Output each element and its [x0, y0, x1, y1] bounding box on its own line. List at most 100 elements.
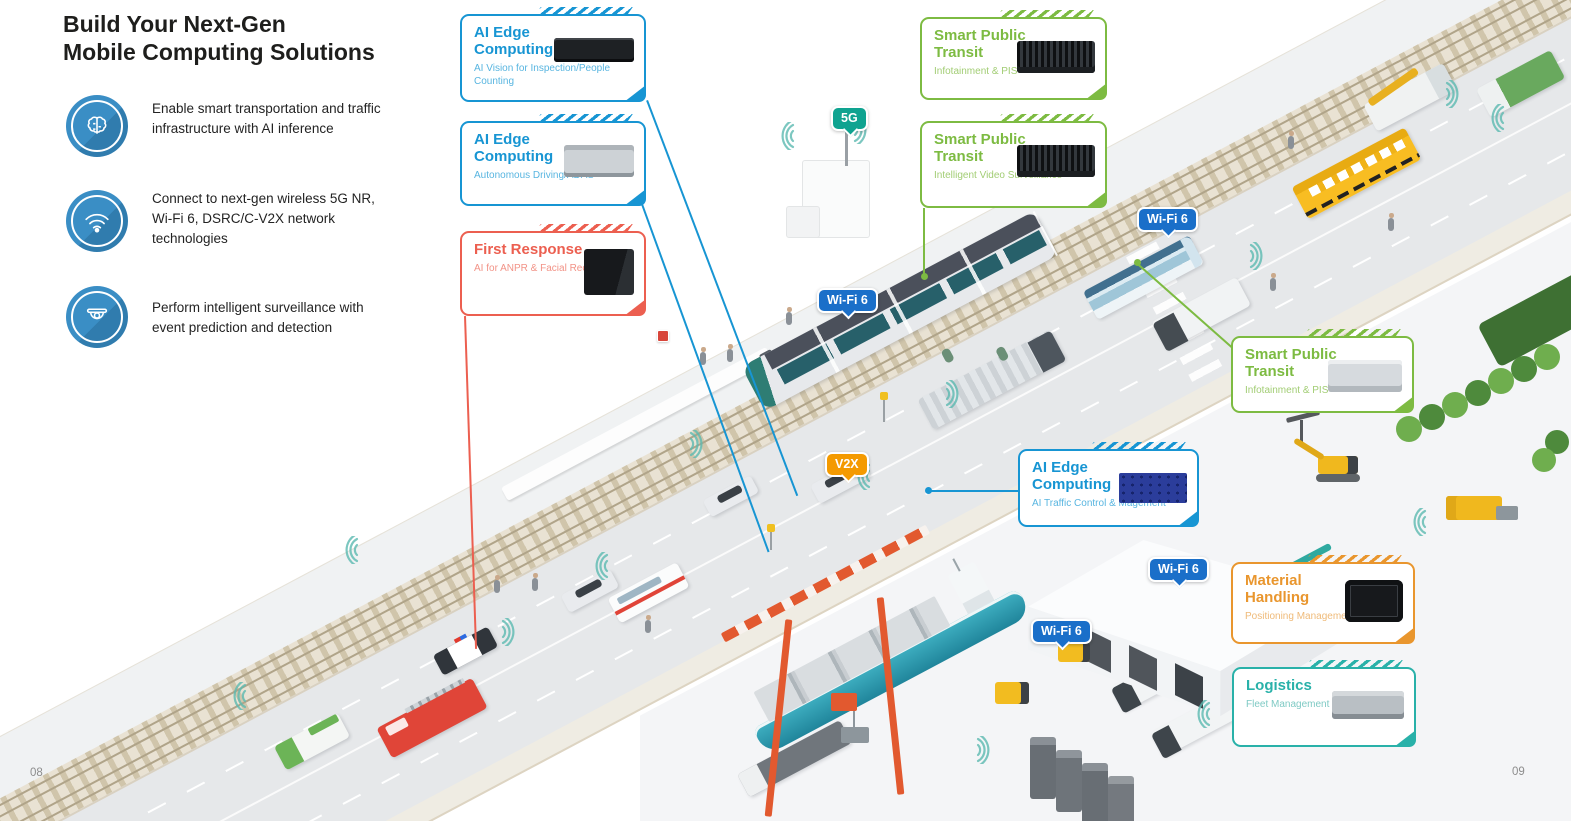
callout-logistics: Logistics Fleet Management — [1232, 660, 1416, 747]
wifi-signal-icon — [1197, 700, 1211, 728]
callout-subtitle: Autonomous Driving/ADAS — [474, 169, 595, 181]
tree — [1442, 392, 1468, 418]
product-image-vehicle-mount-computer — [1332, 691, 1404, 719]
wifi-signal-icon — [976, 736, 990, 764]
wifi-signal-icon — [1413, 508, 1427, 536]
badge-wifi6-warehouse-lower: Wi-Fi 6 — [1031, 619, 1092, 651]
callout-subtitle: AI Traffic Control & Magement — [1032, 497, 1166, 509]
wifi-signal-icon — [945, 380, 959, 408]
callout-subtitle: AI for ANPR & Facial Recognition — [474, 262, 623, 274]
badge-wifi6-tram: Wi-Fi 6 — [817, 288, 878, 320]
callout-transit-infotainment-1: Smart Public Transit Infotainment & PIS — [920, 10, 1107, 100]
callout-subtitle: Positioning Management — [1245, 610, 1356, 622]
surveillance-camera-icon — [66, 286, 128, 348]
callout-title: First Response — [474, 241, 583, 258]
callout-material-handling: Material Handling Positioning Management — [1231, 555, 1415, 644]
product-image-in-vehicle-computer — [564, 145, 634, 177]
callout-title: Smart Public Transit — [934, 27, 1026, 61]
callout-subtitle: AI Vision for Inspection/People Counting — [474, 62, 611, 87]
pedestrian — [1388, 213, 1394, 231]
pedestrian — [700, 347, 706, 365]
badge-label: 5G — [841, 111, 858, 125]
callout-transit-video: Smart Public Transit Intelligent Video S… — [920, 114, 1107, 208]
roadside-sensor-pole — [880, 392, 888, 422]
oil-pumpjack — [1300, 420, 1303, 446]
5g-antenna-mast — [845, 126, 848, 166]
callout-title: Logistics — [1246, 677, 1312, 694]
callout-ai-edge-vision: AI Edge Computing AI Vision for Inspecti… — [460, 7, 646, 102]
callout-title: Material Handling — [1245, 572, 1310, 606]
loader-bucket — [1496, 506, 1518, 520]
wifi-signal-icon — [689, 430, 703, 458]
forklift — [995, 682, 1029, 704]
wifi-signal-icon — [1445, 80, 1459, 108]
wifi-signal-icon — [233, 682, 247, 710]
tree — [1532, 448, 1556, 472]
product-image-rugged-tablet — [1345, 580, 1403, 622]
forklift — [1058, 642, 1090, 662]
page-title-line1: Build Your Next-Gen — [63, 11, 286, 37]
page-number-right: 09 — [1512, 766, 1525, 778]
badge-wifi6-warehouse-upper: Wi-Fi 6 — [1148, 557, 1209, 589]
excavator-tracks — [1316, 474, 1360, 482]
pedestrian — [727, 344, 733, 362]
feature-text-ai: Enable smart transportation and traffic … — [152, 101, 381, 136]
badge-label: V2X — [835, 457, 859, 471]
product-image-embedded-ai-board — [1119, 473, 1187, 503]
callout-transit-infotainment-2: Smart Public Transit Infotainment & PIS — [1231, 329, 1414, 413]
page-number-left: 08 — [30, 767, 43, 779]
badge-label: Wi-Fi 6 — [1041, 624, 1082, 638]
wireless-network-icon — [66, 190, 128, 252]
badge-5g: 5G — [831, 106, 868, 138]
callout-title: AI Edge Computing — [474, 24, 554, 58]
crane-container — [841, 727, 869, 743]
pedestrian — [532, 573, 538, 591]
gantry-crane — [720, 524, 950, 821]
tree — [1488, 368, 1514, 394]
cargo-container — [1056, 750, 1082, 812]
callout-subtitle: Infotainment & PIS — [1245, 384, 1329, 396]
pedestrian — [786, 307, 792, 325]
wifi-signal-icon — [1249, 242, 1263, 270]
wifi-signal-icon — [345, 536, 359, 564]
connector-endpoint-dot — [1134, 259, 1141, 266]
product-image-rugged-box-computer — [584, 249, 634, 295]
callout-ai-edge-traffic: AI Edge Computing AI Traffic Control & M… — [1018, 442, 1199, 527]
road-sign — [657, 330, 669, 342]
product-image-fanless-rackmount-computer — [554, 38, 634, 62]
excavator — [1318, 456, 1358, 474]
feature-text-wireless: Connect to next-gen wireless 5G NR, Wi-F… — [152, 191, 375, 246]
badge-label: Wi-Fi 6 — [1158, 562, 1199, 576]
product-image-fanless-embedded-computer — [1017, 41, 1095, 73]
badge-label: Wi-Fi 6 — [827, 293, 868, 307]
ai-brain-icon — [66, 95, 128, 157]
callout-subtitle: Infotainment & PIS — [934, 65, 1018, 77]
connector-endpoint-dot — [921, 273, 928, 280]
callout-subtitle: Intelligent Video Surveillance — [934, 169, 1063, 181]
badge-wifi6-bus: Wi-Fi 6 — [1137, 207, 1198, 239]
5g-tower-annex — [786, 206, 820, 238]
pedestrian — [1288, 131, 1294, 149]
tree — [1534, 344, 1560, 370]
page-title: Build Your Next-Gen Mobile Computing Sol… — [63, 10, 375, 66]
callout-ai-edge-adas: AI Edge Computing Autonomous Driving/ADA… — [460, 114, 646, 206]
callout-title: AI Edge Computing — [1032, 459, 1112, 493]
wifi-signal-icon — [501, 618, 515, 646]
wifi-signal-icon — [1491, 104, 1505, 132]
tree — [1465, 380, 1491, 406]
callout-title: Smart Public Transit — [1245, 346, 1337, 380]
pedestrian — [494, 575, 500, 593]
wifi-signal-icon — [595, 552, 609, 580]
tree — [1419, 404, 1445, 430]
wheel-loader — [1446, 496, 1502, 520]
cargo-container — [1030, 737, 1056, 799]
pedestrian — [1270, 273, 1276, 291]
callout-connector-line — [923, 208, 925, 277]
roadside-sensor-pole — [767, 524, 775, 550]
callout-title: Smart Public Transit — [934, 131, 1026, 165]
product-image-embedded-box-pc — [1328, 360, 1402, 392]
tree — [1396, 416, 1422, 442]
product-image-fanless-embedded-computer — [1017, 145, 1095, 177]
